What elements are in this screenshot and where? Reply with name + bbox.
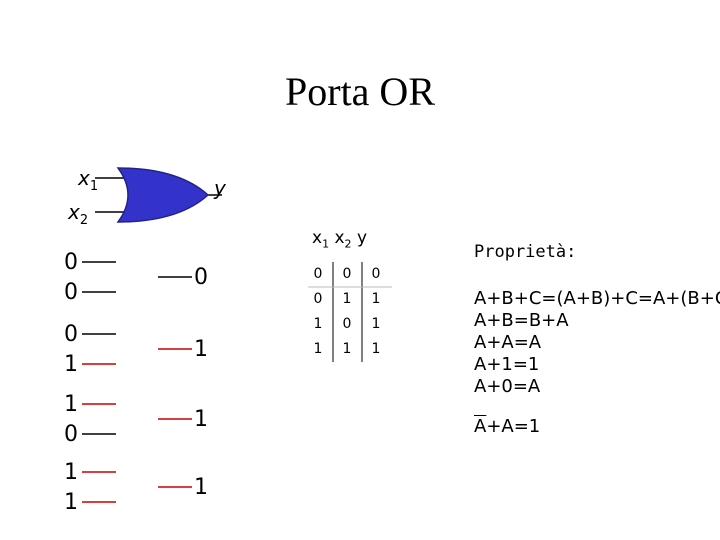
input-b-value: 1 (64, 352, 78, 377)
output-value: 1 (194, 337, 208, 362)
truth-table-cell: 1 (371, 291, 381, 307)
input-b-value: 0 (64, 422, 78, 447)
input-a-value: 1 (64, 460, 78, 485)
output-value: 1 (194, 475, 208, 500)
output-y-label: y (214, 176, 226, 200)
or-gate-row (82, 403, 192, 435)
page-title: Porta OR (285, 69, 435, 114)
truth-table-cell: 0 (342, 316, 352, 332)
output-value: 1 (194, 407, 208, 432)
input-x2-label: x2 (68, 200, 89, 228)
truth-table-cell: 1 (313, 316, 323, 332)
truth-table-cell: 1 (342, 341, 352, 357)
property-item-complement: A+A=1 (474, 416, 541, 437)
property-item: A+1=1 (474, 354, 540, 375)
truth-table-cell: 0 (371, 266, 381, 282)
or-gate-row (82, 333, 192, 365)
property-item: A+A=A (474, 332, 542, 353)
input-b-value: 0 (64, 280, 78, 305)
truth-table-cell: 0 (313, 291, 323, 307)
properties-list: A+B+C=(A+B)+C=A+(B+C) A+B=B+A A+A=A A+1=… (474, 288, 720, 438)
truth-table-cell: 1 (313, 341, 323, 357)
truth-table-header: x1 x1 x2 y (312, 228, 367, 251)
truth-table-cell: 1 (342, 291, 352, 307)
truth-table-grid (308, 262, 392, 362)
input-a-value: 0 (64, 322, 78, 347)
or-gate-row (82, 261, 192, 293)
property-item: A+B=B+A (474, 310, 569, 331)
input-x1-label: x1 (78, 166, 99, 194)
truth-table-cell: 0 (342, 266, 352, 282)
input-b-value: 1 (64, 490, 78, 515)
input-a-value: 1 (64, 392, 78, 417)
property-item: A+B+C=(A+B)+C=A+(B+C) (474, 288, 720, 309)
output-value: 0 (194, 265, 208, 290)
property-item: A+0=A (474, 376, 541, 397)
properties-title: Proprietà: (474, 242, 577, 262)
truth-table-cell: 1 (371, 316, 381, 332)
main-or-gate (95, 167, 222, 223)
truth-table-cell: 0 (313, 266, 323, 282)
or-gate-row (82, 471, 192, 503)
truth-table-cell: 1 (371, 341, 381, 357)
input-a-value: 0 (64, 250, 78, 275)
